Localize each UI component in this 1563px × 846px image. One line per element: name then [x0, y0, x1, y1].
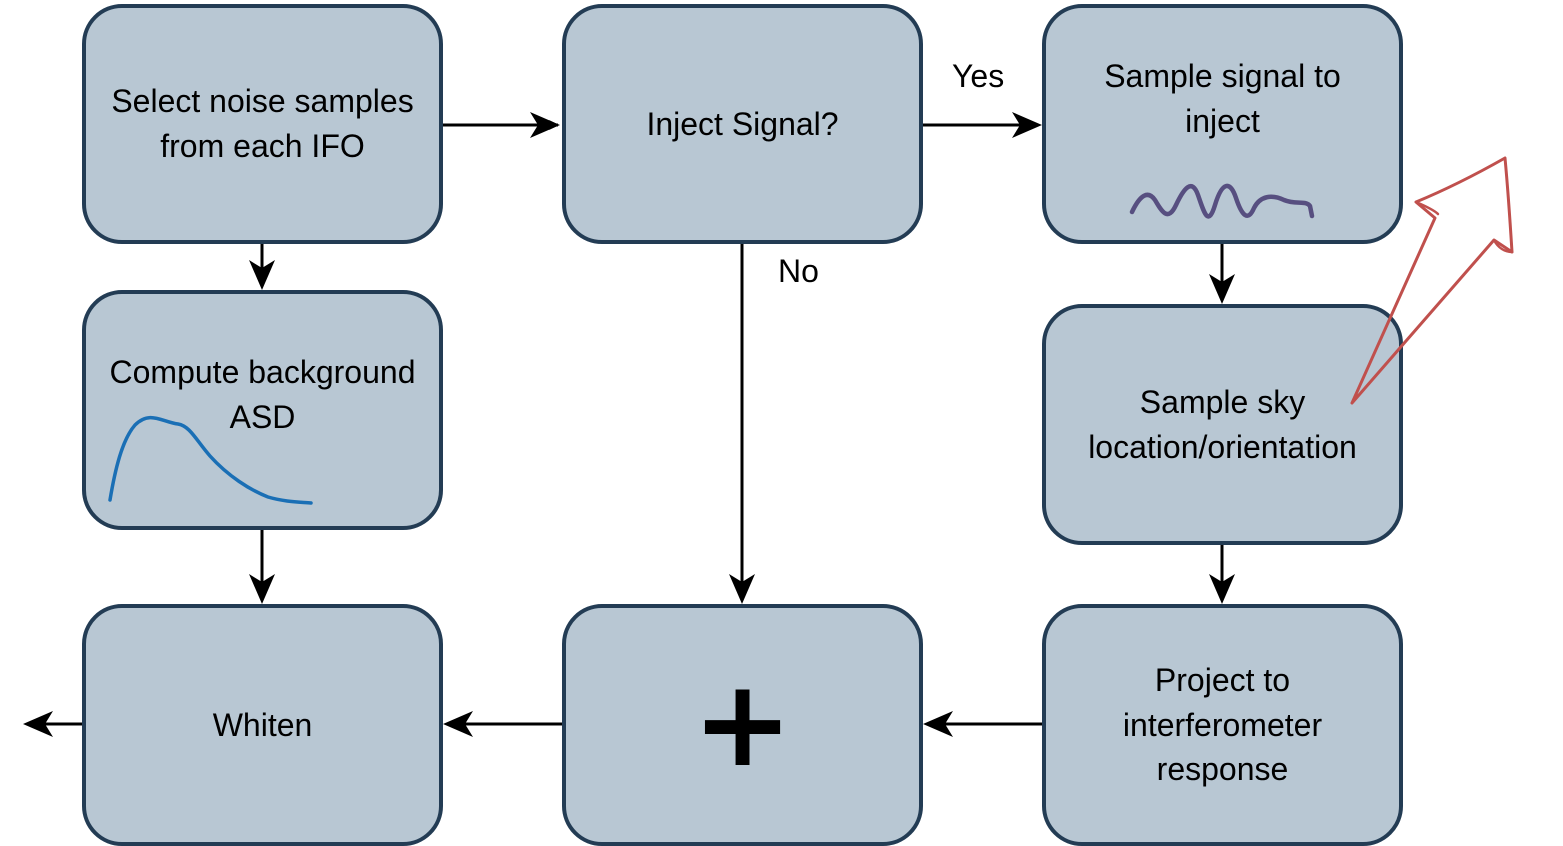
inject-signal-label: Inject Signal?: [646, 105, 839, 142]
arrowhead-select-to-asd: [249, 260, 275, 290]
arrowhead-sky-to-project: [1209, 574, 1235, 604]
arrowhead-asd-to-whiten: [249, 574, 275, 604]
sample-signal-box: Sample signal to inject: [1042, 4, 1403, 244]
project-label: Project to interferometer response: [1122, 661, 1323, 788]
whiten-box: Whiten: [82, 604, 443, 846]
add-box: +: [562, 604, 923, 846]
arrowhead-inject-to-sample: [1012, 112, 1042, 138]
arrowhead-signal-to-sky: [1209, 274, 1235, 304]
arrowhead-project-to-add: [923, 711, 953, 737]
sample-sky-label: Sample sky location/orientation: [1088, 383, 1357, 465]
plus-icon: +: [692, 655, 793, 794]
project-box: Project to interferometer response: [1042, 604, 1403, 846]
arrowhead-whiten-out: [23, 711, 53, 737]
arrowhead-select-to-inject: [530, 112, 560, 138]
whiten-label: Whiten: [212, 706, 313, 743]
sample-sky-box: Sample sky location/orientation: [1042, 304, 1403, 545]
no-edge-label: No: [778, 253, 819, 289]
select-noise-label: Select noise samples from each IFO: [111, 83, 414, 164]
sample-signal-label: Sample signal to inject: [1104, 58, 1341, 139]
arrowhead-inject-to-add: [729, 574, 755, 604]
compute-asd-box: Compute background ASD: [82, 290, 443, 530]
arrowhead-add-to-whiten: [443, 711, 473, 737]
yes-edge-label: Yes: [952, 58, 1005, 94]
inject-signal-box: Inject Signal?: [562, 4, 923, 244]
compute-asd-label: Compute background ASD: [109, 354, 416, 435]
select-noise-box: Select noise samples from each IFO: [82, 4, 443, 244]
